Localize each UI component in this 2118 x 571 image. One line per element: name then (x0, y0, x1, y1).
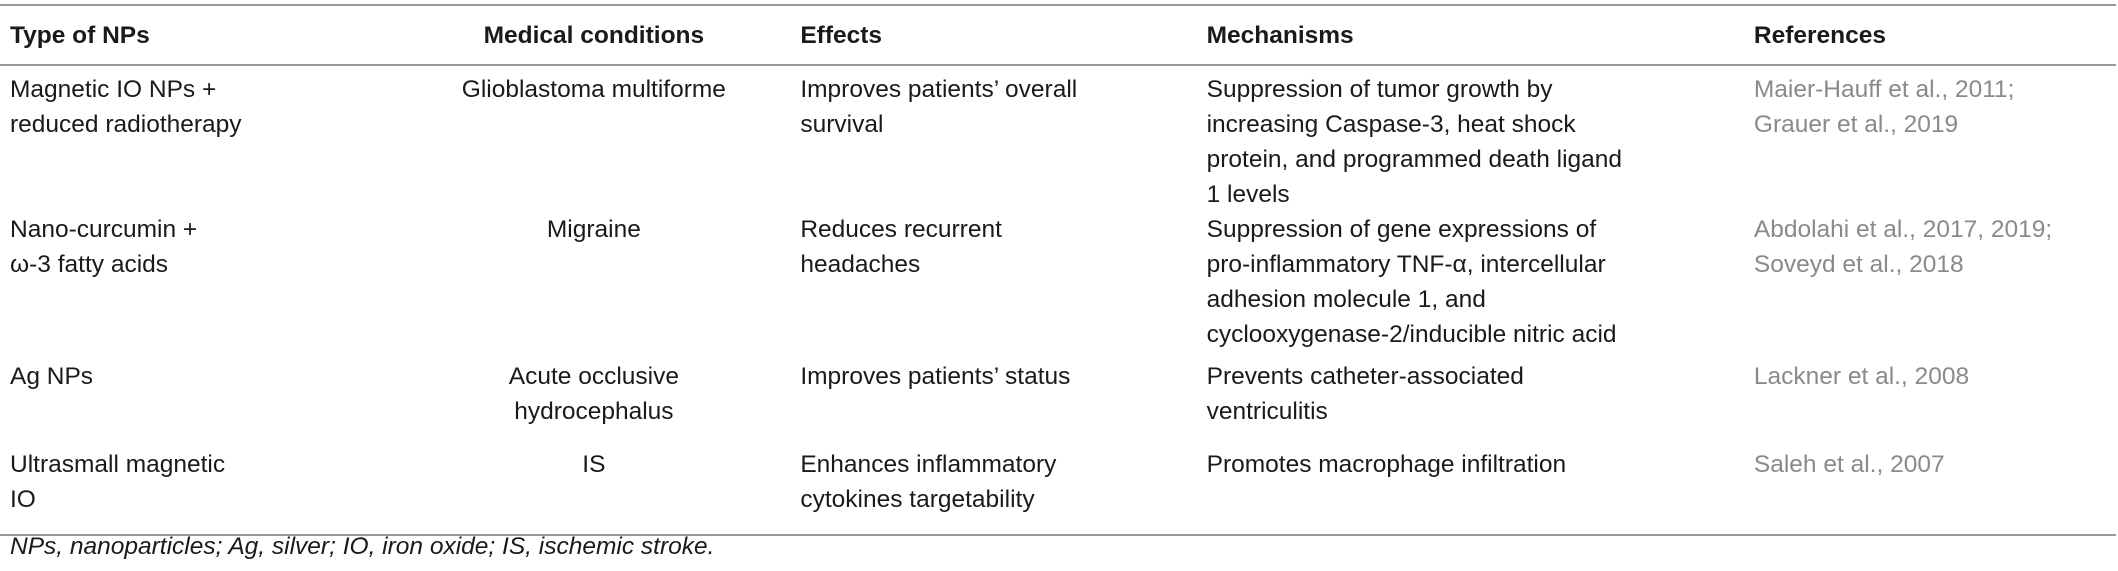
table-row: Nano-curcumin + ω-3 fatty acids Migraine… (0, 212, 2116, 359)
cell-effects: Reduces recurrent headaches (800, 216, 1002, 278)
cell-condition: Glioblastoma multiforme (461, 76, 726, 103)
table-header: Type of NPs Medical conditions Effects M… (0, 5, 2116, 65)
cell-references[interactable]: Saleh et al., 2007 (1753, 451, 1945, 478)
header-effects: Effects (800, 22, 883, 49)
cell-effects: Improves patients’ overall survival (800, 76, 1078, 138)
cell-type: Magnetic IO NPs + reduced radiotherapy (10, 76, 242, 138)
cell-mechanisms: Promotes macrophage infiltration (1206, 451, 1567, 478)
header-type: Type of NPs (10, 22, 150, 49)
cell-condition: IS (582, 451, 606, 478)
table-footnote: NPs, nanoparticles; Ag, silver; IO, iron… (10, 533, 715, 560)
table-row: Ag NPs Acute occlusive hydrocephalus Imp… (0, 359, 2116, 447)
cell-mechanisms: Suppression of tumor growth by increasin… (1206, 76, 1623, 208)
cell-references[interactable]: Lackner et al., 2008 (1753, 363, 1970, 390)
cell-effects: Improves patients’ status (800, 363, 1071, 390)
data-table: Type of NPs Medical conditions Effects M… (0, 4, 2116, 536)
table-body: Magnetic IO NPs + reduced radiotherapy G… (0, 65, 2116, 535)
header-condition: Medical conditions (483, 22, 705, 49)
header-mechanisms: Mechanisms (1206, 22, 1354, 49)
cell-effects: Enhances inflammatory cytokines targetab… (800, 451, 1057, 513)
header-references: References (1753, 22, 1886, 49)
cell-type: Ag NPs (10, 363, 94, 390)
table-row: Ultrasmall magnetic IO IS Enhances infla… (0, 447, 2116, 535)
cell-type: Nano-curcumin + ω-3 fatty acids (10, 216, 198, 278)
cell-type: Ultrasmall magnetic IO (10, 451, 226, 513)
cell-references[interactable]: Maier-Hauff et al., 2011; Grauer et al.,… (1753, 76, 2015, 138)
cell-references[interactable]: Abdolahi et al., 2017, 2019; Soveyd et a… (1753, 216, 2053, 278)
header-row: Type of NPs Medical conditions Effects M… (0, 5, 2116, 65)
cell-condition: Migraine (546, 216, 641, 243)
table-row: Magnetic IO NPs + reduced radiotherapy G… (0, 65, 2116, 212)
cell-mechanisms: Prevents catheter-associated ventriculit… (1206, 363, 1524, 425)
cell-condition: Acute occlusive hydrocephalus (508, 363, 679, 425)
cell-mechanisms: Suppression of gene expressions of pro-i… (1206, 216, 1617, 348)
